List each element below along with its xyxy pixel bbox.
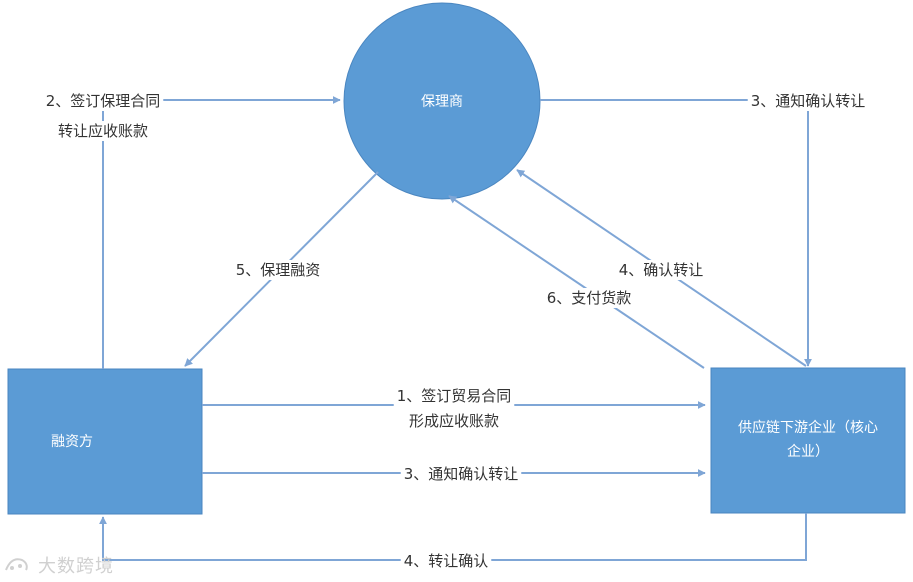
edge-factoring-financing-label: 5、保理融资 [236, 261, 321, 279]
financier-label: 融资方 [51, 434, 93, 450]
edge-label-background [543, 288, 635, 308]
enterprise-label-line1: 供应链下游企业（核心 [738, 419, 878, 436]
financier-node [7, 368, 203, 515]
edge-label-background [400, 551, 492, 571]
edge-sign-trade-contract-label2: 形成应收账款 [409, 412, 499, 430]
edge-notify-confirm-transfer-top [540, 99, 812, 367]
edge-label-background [400, 464, 522, 484]
enterprise-label-line2: 企业） [787, 443, 829, 460]
logo-icon [5, 558, 28, 571]
edge-label-background [54, 121, 152, 141]
edge-confirm-transfer-right-label: 4、确认转让 [619, 261, 704, 279]
edge-notify-confirm-transfer-top-label: 3、通知确认转让 [751, 92, 866, 110]
factor-label: 保理商 [421, 94, 463, 110]
edge-pay-goods [448, 195, 705, 369]
watermark-text: 大数跨境 [38, 556, 114, 577]
edge-pay-goods-label: 6、支付货款 [547, 289, 632, 307]
edge-label-background [393, 386, 515, 406]
edge-sign-factoring-contract-label2: 转让应收账款 [58, 122, 148, 140]
edge-notify-confirm-transfer-mid-label: 3、通知确认转让 [404, 465, 519, 483]
edge-label-background [232, 260, 324, 280]
edge-sign-trade-contract-label1: 1、签订贸易合同 [397, 387, 512, 405]
watermark: 大数跨境 [2, 552, 114, 578]
enterprise-node [710, 367, 906, 514]
edge-transfer-confirm-bottom-label: 4、转让确认 [404, 552, 489, 570]
edge-label-background [615, 260, 707, 280]
edge-label-background [405, 411, 503, 431]
edge-sign-factoring-contract-label1: 2、签订保理合同 [46, 92, 161, 110]
edge-label-background [42, 91, 164, 111]
edge-label-background [747, 91, 869, 111]
